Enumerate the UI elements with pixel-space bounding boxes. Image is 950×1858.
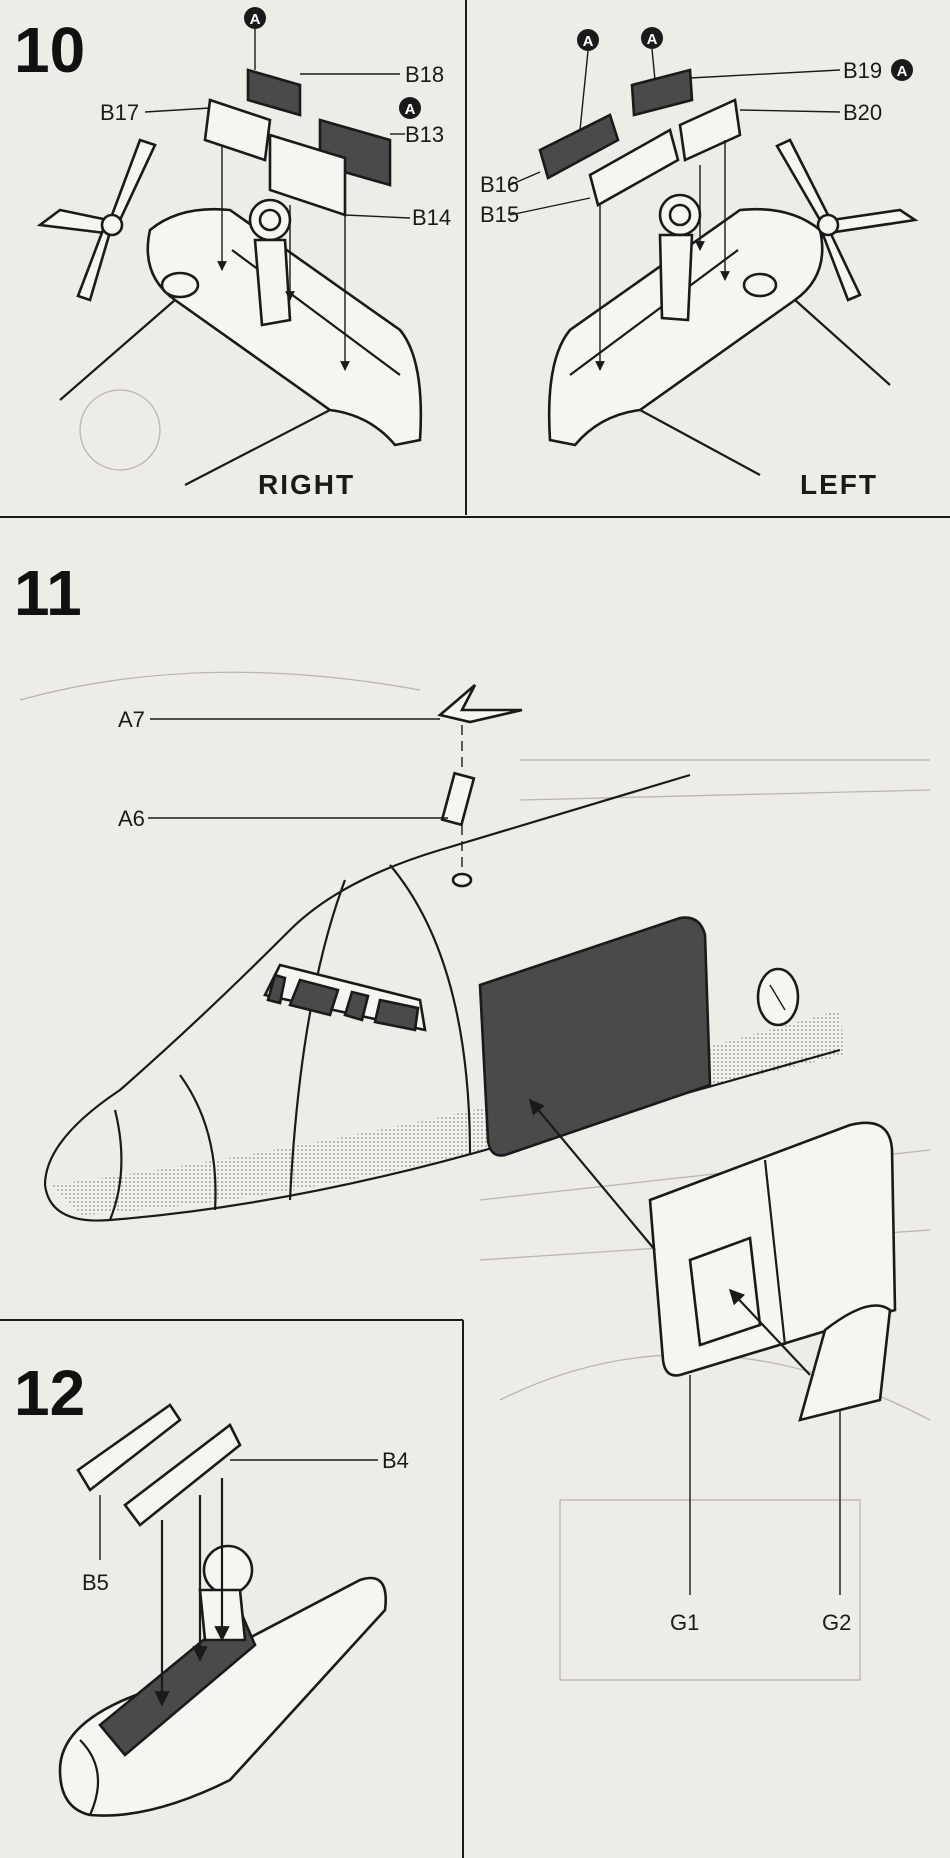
part-b20 bbox=[680, 100, 740, 160]
label-b18: B18 bbox=[405, 62, 444, 87]
part-b17 bbox=[205, 100, 270, 160]
view-left-label: LEFT bbox=[800, 469, 878, 500]
part-b19 bbox=[632, 70, 692, 115]
label-b19: B19 bbox=[843, 58, 882, 83]
step-10-right-view: A A bbox=[40, 7, 421, 485]
label-b13: B13 bbox=[405, 122, 444, 147]
label-a6: A6 bbox=[118, 806, 145, 831]
marker-a-icon: A bbox=[891, 59, 913, 81]
step-10-left-view: A A A bbox=[510, 27, 915, 475]
part-a6 bbox=[442, 773, 474, 825]
right-propeller bbox=[40, 140, 155, 300]
hatch-opening bbox=[480, 918, 710, 1156]
label-g2: G2 bbox=[822, 1610, 851, 1635]
label-b14: B14 bbox=[412, 205, 451, 230]
label-g1: G1 bbox=[670, 1610, 699, 1635]
svg-text:A: A bbox=[405, 101, 416, 118]
step-10-number: 10 bbox=[14, 14, 85, 86]
view-right-label: RIGHT bbox=[258, 469, 355, 500]
part-a7 bbox=[440, 685, 522, 722]
label-b20: B20 bbox=[843, 100, 882, 125]
label-a7: A7 bbox=[118, 707, 145, 732]
marker-a-icon: A bbox=[244, 7, 266, 70]
label-b16: B16 bbox=[480, 172, 519, 197]
svg-text:A: A bbox=[583, 33, 594, 50]
step-11-fuselage bbox=[45, 685, 895, 1595]
label-b4: B4 bbox=[382, 1448, 409, 1473]
svg-text:A: A bbox=[647, 31, 658, 48]
step-12-nose bbox=[60, 1405, 386, 1816]
marker-a-icon: A bbox=[399, 97, 421, 119]
marker-a-icon: A bbox=[577, 29, 599, 130]
svg-text:A: A bbox=[897, 63, 908, 80]
label-b17: B17 bbox=[100, 100, 139, 125]
label-b15: B15 bbox=[480, 202, 519, 227]
step-11-number: 11 bbox=[14, 557, 82, 629]
marker-a-icon: A bbox=[641, 27, 663, 80]
part-b18 bbox=[248, 70, 300, 115]
step-12-number: 12 bbox=[14, 1357, 85, 1429]
svg-text:A: A bbox=[250, 11, 261, 28]
label-b5: B5 bbox=[82, 1570, 109, 1595]
